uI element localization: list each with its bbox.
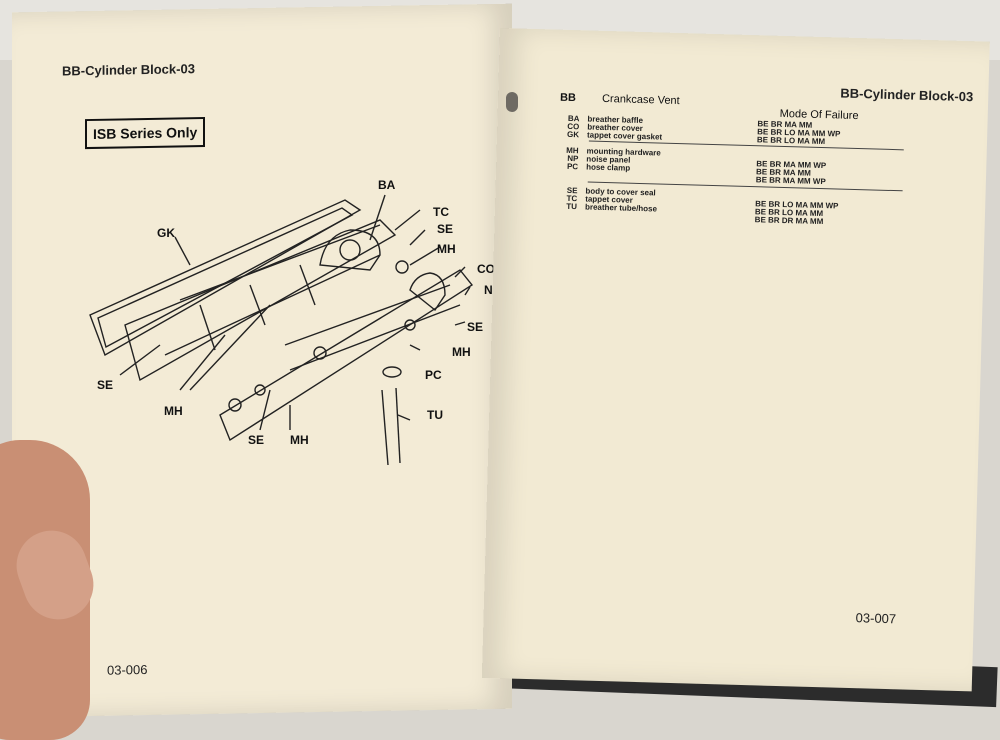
- label-ba: BA: [378, 178, 395, 192]
- right-page-number: 03-007: [855, 610, 896, 626]
- label-mh: MH: [437, 242, 456, 256]
- label-se-3: SE: [97, 378, 113, 392]
- group-title: Crankcase Vent: [602, 93, 680, 107]
- row-description: [585, 217, 755, 222]
- group-code: BB: [560, 92, 576, 104]
- label-mh-3: MH: [164, 404, 183, 418]
- binder-hole: [506, 92, 518, 112]
- label-tu: TU: [427, 408, 443, 422]
- label-se-2: SE: [467, 320, 483, 334]
- label-mh-2: MH: [452, 345, 471, 359]
- row-code: [548, 176, 578, 177]
- left-page-number: 03-006: [107, 662, 147, 678]
- row-modes: BE BR MA MM WP: [756, 175, 826, 186]
- left-page-header: BB-Cylinder Block-03: [62, 61, 195, 78]
- label-mh-4: MH: [290, 433, 309, 447]
- hose-clamp: [383, 367, 401, 377]
- right-page-header: BB-Cylinder Block-03: [840, 86, 973, 105]
- series-box: ISB Series Only: [85, 117, 205, 149]
- row-code: GK: [549, 129, 579, 139]
- row-modes: BE BR LO MA MM: [757, 135, 825, 146]
- tappet-cover-outline: [125, 220, 395, 380]
- row-modes: BE BR DR MA MM: [755, 215, 824, 226]
- right-page: BB-Cylinder Block-03 BB Crankcase Vent M…: [482, 28, 990, 691]
- exploded-diagram: [80, 175, 510, 475]
- label-gk: GK: [157, 226, 175, 240]
- label-tc: TC: [433, 205, 449, 219]
- label-se: SE: [437, 222, 453, 236]
- row-code: [547, 216, 577, 217]
- label-pc: PC: [425, 368, 442, 382]
- label-se-4: SE: [248, 433, 264, 447]
